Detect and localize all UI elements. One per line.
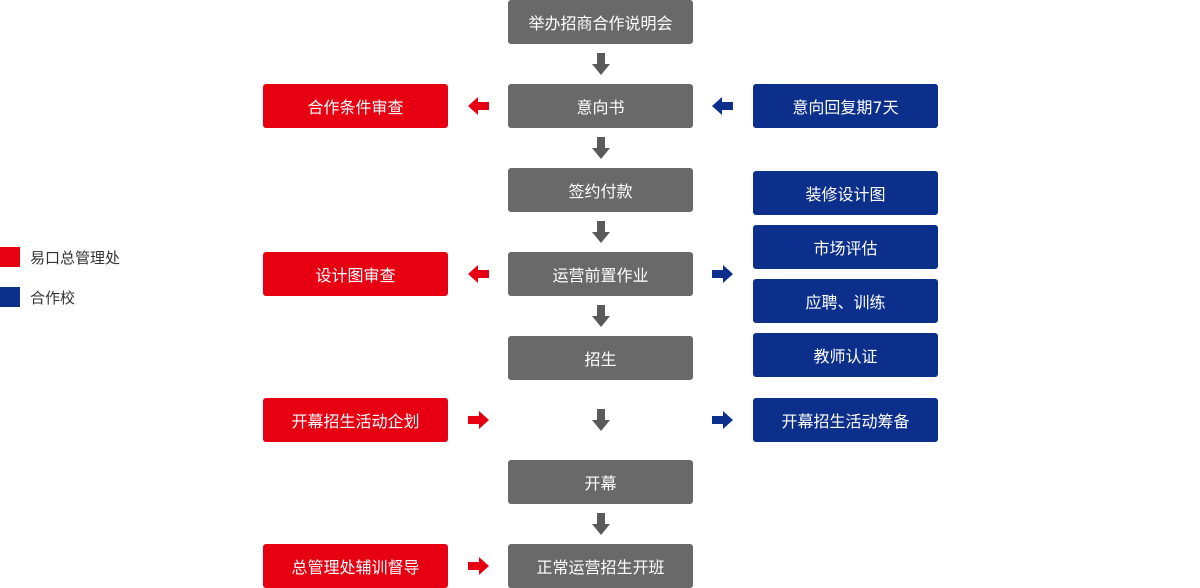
arrow-down-icon (592, 305, 610, 327)
step-enrollment: 招生 (508, 336, 693, 380)
arrow-down-icon (592, 221, 610, 243)
arrow-right-icon (468, 557, 489, 575)
arrow-right-icon (712, 411, 733, 429)
legend-swatch-school (0, 287, 20, 307)
school-reply-period: 意向回复期7天 (753, 84, 938, 128)
step-opening: 开幕 (508, 460, 693, 504)
step-pre-operation: 运营前置作业 (508, 252, 693, 296)
step-sign-and-pay: 签约付款 (508, 168, 693, 212)
arrow-right-icon (712, 265, 733, 283)
arrow-left-icon (468, 97, 489, 115)
step-briefing: 举办招商合作说明会 (508, 0, 693, 44)
legend-label-headquarters: 易口总管理处 (30, 249, 121, 267)
legend-label-school: 合作校 (30, 289, 76, 307)
school-market-assessment: 市场评估 (753, 225, 938, 269)
arrow-left-icon (712, 97, 733, 115)
hq-cooperation-review: 合作条件审查 (263, 84, 448, 128)
hq-design-review: 设计图审查 (263, 252, 448, 296)
hq-opening-campaign-plan: 开幕招生活动企划 (263, 398, 448, 442)
arrow-down-icon (592, 409, 610, 431)
arrow-down-icon (592, 137, 610, 159)
school-hiring-training: 应聘、训练 (753, 279, 938, 323)
legend-swatch-headquarters (0, 247, 20, 267)
arrow-left-icon (468, 265, 489, 283)
hq-training-supervision: 总管理处辅训督导 (263, 544, 448, 588)
school-renovation-design: 装修设计图 (753, 171, 938, 215)
school-opening-campaign-prep: 开幕招生活动筹备 (753, 398, 938, 442)
step-normal-operation: 正常运营招生开班 (508, 544, 693, 588)
step-letter-of-intent: 意向书 (508, 84, 693, 128)
arrow-down-icon (592, 53, 610, 75)
arrow-right-icon (468, 411, 489, 429)
arrow-down-icon (592, 513, 610, 535)
school-teacher-certification: 教师认证 (753, 333, 938, 377)
